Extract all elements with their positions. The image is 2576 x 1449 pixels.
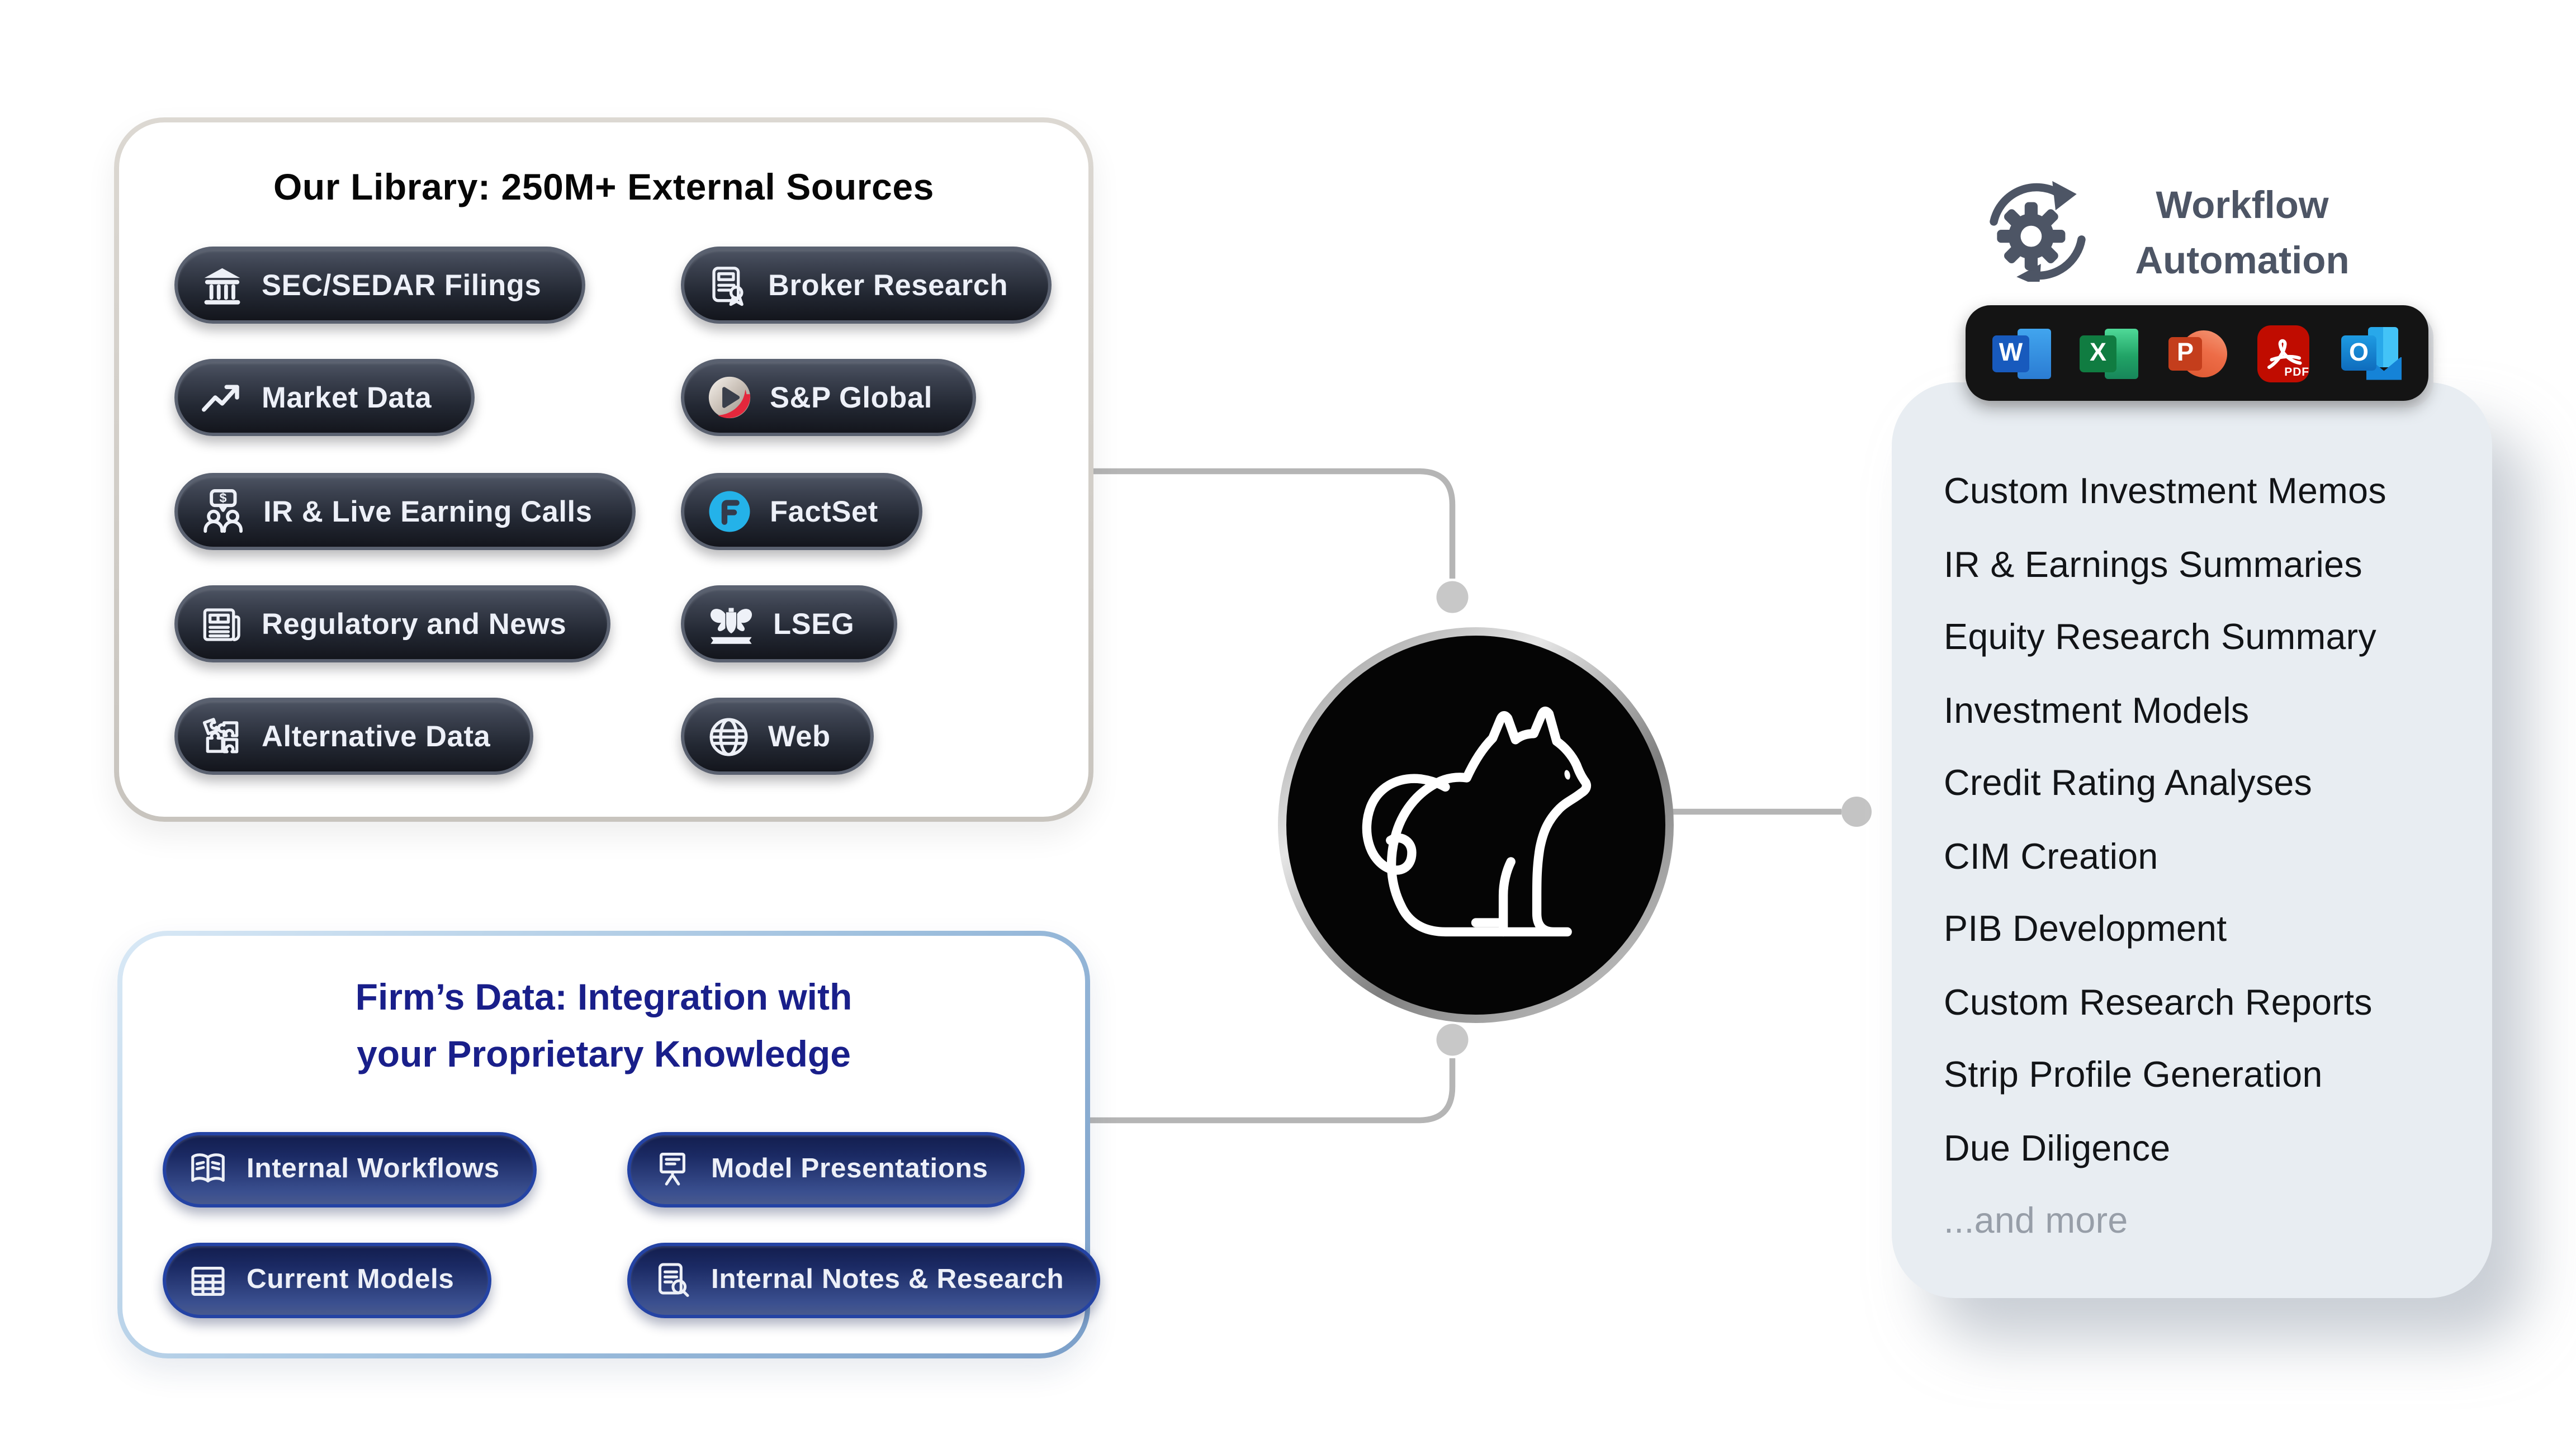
workflow-outputs-panel: Custom Investment Memos IR & Earnings Su…	[1892, 382, 2492, 1298]
pill-internal-notes-research: Internal Notes & Research	[627, 1243, 1101, 1318]
pill-current-models: Current Models	[163, 1243, 491, 1318]
output-item: CIM Creation	[1944, 836, 2158, 877]
output-item: Custom Investment Memos	[1944, 471, 2386, 512]
pill-model-presentations: Model Presentations	[627, 1132, 1025, 1208]
document-award-icon	[712, 266, 744, 305]
center-node	[1286, 636, 1665, 1015]
puzzle-icon	[202, 717, 239, 752]
center-node-ring	[1278, 627, 1674, 1023]
output-item: Custom Research Reports	[1944, 982, 2373, 1022]
cat-icon	[1362, 706, 1592, 937]
library-box: Our Library: 250M+ External Sources SEC/…	[114, 117, 1093, 822]
connector-dot-bottom	[1436, 1024, 1469, 1056]
pill-web: Web	[681, 698, 874, 775]
pill-label: S&P Global	[770, 380, 932, 414]
dollar-glyph: $	[220, 491, 227, 505]
firms-data-title: Firm’s Data: Integration with your Propr…	[122, 936, 1085, 1083]
pill-lseg: LSEG	[681, 585, 898, 662]
pill-sec-sedar-filings: SEC/SEDAR Filings	[174, 247, 585, 324]
workflow-title-line1: Workflow	[2156, 183, 2329, 226]
pdf-icon: PDF	[2254, 323, 2314, 383]
pill-sp-global: S&P Global	[681, 359, 976, 436]
connector-bottom	[1090, 1058, 1456, 1124]
factset-logo	[709, 491, 750, 532]
pill-factset: FactSet	[681, 473, 922, 550]
sp-global-logo	[708, 376, 751, 419]
pill-label: Current Models	[247, 1265, 454, 1295]
pill-label: Web	[768, 718, 831, 752]
outlook-letter: O	[2341, 334, 2376, 370]
firms-data-box: Firm’s Data: Integration with your Propr…	[117, 931, 1101, 1358]
pill-label: LSEG	[773, 606, 855, 640]
output-item: Investment Models	[1944, 690, 2250, 731]
output-item: IR & Earnings Summaries	[1944, 544, 2362, 585]
output-item: Strip Profile Generation	[1944, 1055, 2323, 1095]
pill-label: Internal Workflows	[247, 1154, 500, 1184]
pill-label: Alternative Data	[262, 718, 491, 752]
pill-broker-research: Broker Research	[681, 247, 1052, 324]
pill-label: FactSet	[770, 494, 878, 528]
firms-data-box-inner: Firm’s Data: Integration with your Propr…	[122, 936, 1101, 1353]
output-item: Due Diligence	[1944, 1128, 2171, 1168]
library-box-inner: Our Library: 250M+ External Sources SEC/…	[119, 122, 1088, 817]
pill-label: Regulatory and News	[262, 606, 567, 640]
connector-dot-top	[1436, 581, 1469, 613]
gear-sync-icon	[1990, 181, 2086, 282]
table-grid-icon	[191, 1266, 225, 1295]
newspaper-icon	[203, 607, 240, 641]
earnings-call-icon: $	[203, 489, 243, 533]
output-item-more: ...and more	[1944, 1201, 2128, 1241]
powerpoint-icon: P	[2167, 323, 2227, 383]
library-title: Our Library: 250M+ External Sources	[273, 166, 934, 208]
trend-arrow-icon	[202, 384, 239, 411]
pill-alternative-data: Alternative Data	[174, 698, 534, 775]
output-item: Credit Rating Analyses	[1944, 763, 2313, 803]
connector-top	[1093, 468, 1456, 579]
firms-data-title-line2: your Proprietary Knowledge	[357, 1033, 851, 1075]
firms-data-title-line1: Firm’s Data: Integration with	[355, 976, 853, 1018]
pill-market-data: Market Data	[174, 359, 476, 436]
pill-label: Market Data	[262, 380, 432, 414]
excel-letter: X	[2080, 334, 2116, 372]
powerpoint-letter: P	[2168, 336, 2202, 370]
pdf-label: PDF	[2284, 366, 2309, 378]
lseg-crest-logo	[710, 607, 752, 643]
pill-label: IR & Live Earning Calls	[263, 494, 593, 528]
workflow-automation-title: Workflow Automation	[2091, 178, 2393, 288]
pill-regulatory-and-news: Regulatory and News	[174, 585, 610, 662]
presentation-board-icon	[660, 1152, 685, 1185]
bank-icon	[204, 267, 240, 304]
open-book-icon	[191, 1152, 225, 1182]
office-apps-bar: W X P PDF O	[1966, 305, 2428, 401]
outlook-icon: O	[2341, 323, 2402, 383]
pdf-tile	[2257, 324, 2309, 382]
pill-label: Model Presentations	[711, 1154, 988, 1184]
acrobat-glyph	[2266, 338, 2301, 368]
excel-icon: X	[2080, 323, 2140, 383]
globe-icon	[709, 717, 748, 755]
pill-label: Internal Notes & Research	[711, 1265, 1064, 1295]
pill-internal-workflows: Internal Workflows	[163, 1132, 537, 1208]
pill-label: SEC/SEDAR Filings	[262, 267, 542, 301]
word-letter: W	[1992, 334, 2029, 372]
pill-ir-live-earning-calls: $ IR & Live Earning Calls	[174, 473, 636, 550]
word-icon: W	[1992, 323, 2053, 383]
pill-label: Broker Research	[768, 267, 1008, 301]
connector-dot-right	[1841, 797, 1872, 827]
workflow-title-line2: Automation	[2135, 238, 2350, 282]
document-search-icon	[658, 1262, 689, 1296]
output-item: Equity Research Summary	[1944, 617, 2377, 657]
output-item: PIB Development	[1944, 909, 2227, 949]
